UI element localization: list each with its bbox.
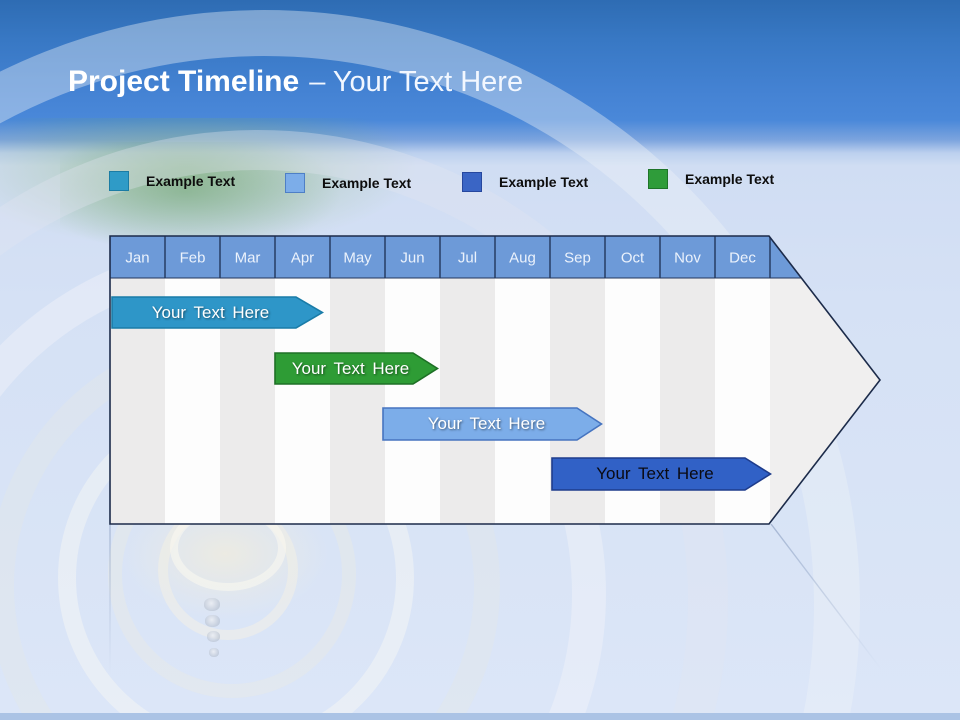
column-jul: [440, 278, 495, 524]
legend-item-lightblue[interactable]: Example Text: [285, 173, 411, 193]
legend-label: Example Text: [685, 171, 775, 187]
legend-label: Example Text: [499, 174, 589, 190]
legend-swatch-lightblue-icon: [285, 173, 305, 193]
timeline-outline: [109, 235, 882, 525]
page-title[interactable]: Project Timeline – Your Text Here: [68, 62, 523, 99]
task-bar-4-shape: [551, 457, 772, 491]
month-label: Aug: [509, 250, 536, 267]
month-label: May: [343, 250, 372, 267]
legend-item-teal[interactable]: Example Text: [109, 171, 235, 191]
legend-swatch-blue-icon: [462, 172, 482, 192]
month-label: Nov: [674, 250, 701, 267]
legend-label: Example Text: [146, 173, 236, 189]
task-bar-1[interactable]: Your Text Here: [111, 296, 324, 329]
task-bar-label: Your Text Here: [291, 359, 410, 378]
legend-swatch-teal-icon: [109, 171, 129, 191]
month-label: Sep: [564, 250, 591, 267]
month-label: Jun: [400, 250, 424, 267]
month-label: Apr: [291, 250, 314, 267]
task-bar-label: Your Text Here: [596, 464, 714, 483]
task-bar-2-shape: [274, 352, 439, 385]
legend-swatch-green-icon: [648, 169, 668, 189]
column-may: [330, 278, 385, 524]
column-aug: [495, 278, 550, 524]
bottom-accent-strip: [0, 713, 960, 720]
month-label: Mar: [235, 250, 261, 267]
title-main: Project Timeline: [68, 65, 300, 98]
header-cell-borders: [110, 236, 805, 279]
month-label: Oct: [621, 250, 645, 267]
month-label: Jan: [125, 250, 149, 267]
task-bar-4[interactable]: Your Text Here: [551, 457, 772, 491]
task-bar-2[interactable]: Your Text Here: [274, 352, 439, 385]
task-bar-1-shape: [111, 296, 324, 329]
task-bar-3-shape: [382, 407, 603, 441]
task-bar-label: Your Text Here: [151, 303, 270, 322]
title-subtitle: – Your Text Here: [309, 66, 524, 98]
task-bar-label: Your Text Here: [427, 414, 546, 433]
timeline-reflection: [109, 524, 882, 674]
month-label: Feb: [180, 250, 206, 267]
timeline-arrow-table[interactable]: Jan Feb Mar Apr May Jun Jul Aug Sep Oct …: [105, 233, 895, 533]
legend-label: Example Text: [322, 175, 412, 191]
legend-item-blue[interactable]: Example Text: [462, 172, 588, 192]
month-label: Jul: [458, 250, 477, 267]
legend-item-green[interactable]: Example Text: [648, 169, 774, 189]
month-label: Dec: [729, 250, 756, 267]
column-jun: [385, 278, 440, 524]
task-bar-3[interactable]: Your Text Here: [382, 407, 603, 441]
